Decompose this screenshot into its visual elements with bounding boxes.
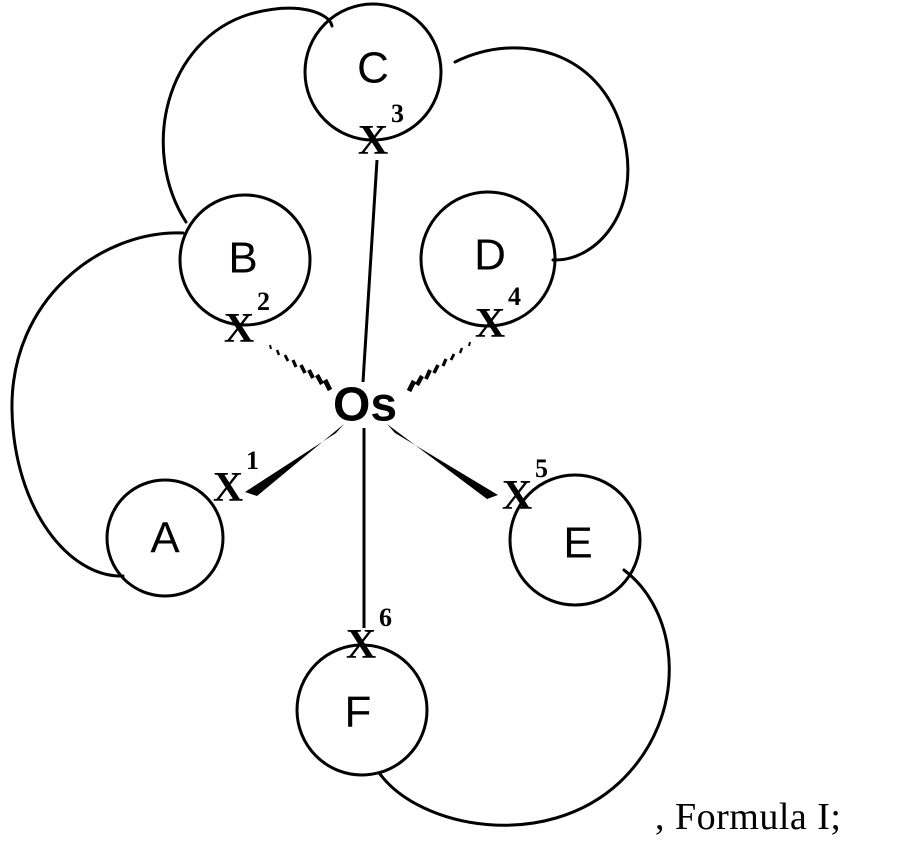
donor-X4-superscript: 4 xyxy=(508,282,521,311)
formula-caption: , Formula I; xyxy=(655,796,842,838)
ring-F-label: F xyxy=(345,688,372,737)
ring-A-label: A xyxy=(150,514,180,563)
donor-X2-base: X xyxy=(224,306,254,352)
donor-X4: X 4 xyxy=(475,282,521,347)
ligand-rings xyxy=(105,2,642,777)
bond-X5-Os-wedge xyxy=(387,424,498,499)
bridge-A-B-arc xyxy=(10,231,185,578)
donor-X5-base: X xyxy=(502,473,532,519)
ring-C-label: C xyxy=(357,44,389,93)
donor-X6-base: X xyxy=(346,622,376,668)
donor-X2-superscript: 2 xyxy=(257,287,270,316)
donor-X5-superscript: 5 xyxy=(535,454,548,483)
ring-B-circle xyxy=(178,193,312,327)
bridge-C-D-arc xyxy=(453,46,630,262)
ring-D-circle xyxy=(419,190,557,328)
ring-F-circle xyxy=(295,643,429,777)
bridge-arcs xyxy=(10,6,671,827)
donor-X1: X 1 xyxy=(213,446,259,511)
ring-E-label: E xyxy=(563,519,592,568)
donor-X3-superscript: 3 xyxy=(391,99,404,128)
bond-X4-Os-hashed xyxy=(406,341,471,393)
ring-E-circle xyxy=(508,473,642,607)
ring-D-label: D xyxy=(474,231,506,280)
bridge-B-C-arc xyxy=(161,6,334,224)
ring-B-label: B xyxy=(228,234,257,283)
donor-X1-superscript: 1 xyxy=(246,446,259,475)
bond-X1-Os-wedge xyxy=(245,424,344,496)
donor-X2: X 2 xyxy=(224,287,270,352)
bond-X3-Os-plain xyxy=(361,159,379,383)
donor-X1-base: X xyxy=(213,465,243,511)
donor-atom-labels: X 1 X 2 X 3 X 4 X 5 X 6 xyxy=(213,99,548,668)
donor-X3-base: X xyxy=(358,118,388,164)
ring-A-circle xyxy=(105,478,225,598)
bond-X2-Os-hashed xyxy=(269,344,333,392)
bridge-E-F-arc xyxy=(378,568,671,827)
donor-X5: X 5 xyxy=(502,454,548,519)
ring-C-circle xyxy=(303,2,443,142)
donor-X6: X 6 xyxy=(346,603,392,668)
donor-X3: X 3 xyxy=(358,99,404,164)
metal-center-label: Os xyxy=(333,379,397,432)
donor-X6-superscript: 6 xyxy=(379,603,392,632)
metal-ligand-bonds xyxy=(245,159,498,628)
ring-labels: A B C D E F xyxy=(150,44,592,737)
donor-X4-base: X xyxy=(475,301,505,347)
